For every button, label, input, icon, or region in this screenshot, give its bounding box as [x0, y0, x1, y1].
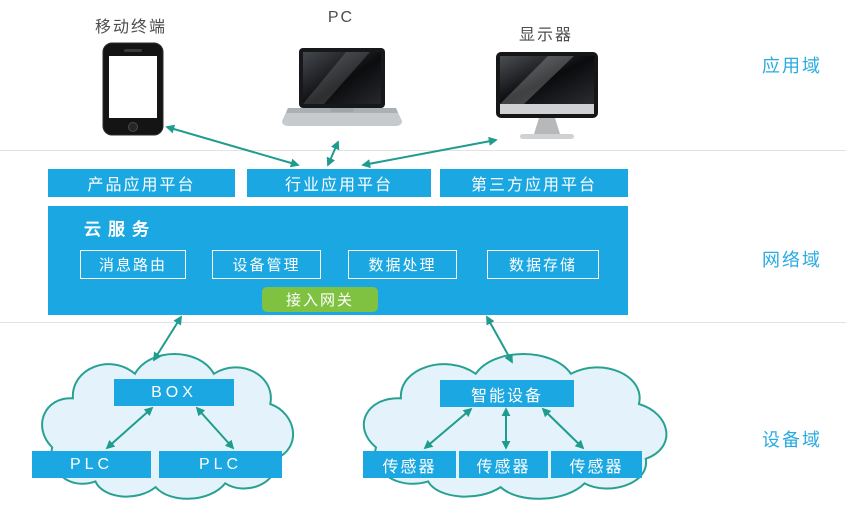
module-message-routing: 消息路由 [80, 250, 186, 279]
access-gateway-badge: 接入网关 [262, 287, 378, 312]
plc-node-1: PLC [32, 451, 151, 478]
arrow-phone-to-platform [165, 124, 300, 168]
sensor-cluster-cloud [342, 336, 682, 506]
arrow-monitor-to-platform [361, 136, 498, 169]
label-mobile-terminal: 移动终端 [94, 19, 168, 36]
sensor-node-3: 传感器 [551, 451, 642, 478]
arrow-pc-to-platform [326, 140, 340, 167]
sensor-node-1: 传感器 [363, 451, 456, 478]
module-data-storage: 数据存储 [487, 250, 599, 279]
cloud-service-panel: 云服务 消息路由 设备管理 数据处理 数据存储 接入网关 [48, 206, 628, 315]
cloud-service-title: 云服务 [84, 220, 156, 239]
domain-label-network: 网络域 [762, 250, 822, 270]
divider-application-network [0, 150, 846, 151]
domain-label-application: 应用域 [762, 56, 822, 76]
module-device-management: 设备管理 [212, 250, 321, 279]
divider-network-device [0, 322, 846, 323]
sensor-node-2: 传感器 [459, 451, 548, 478]
module-data-processing: 数据处理 [348, 250, 457, 279]
box-hub: BOX [114, 379, 234, 406]
plc-node-2: PLC [159, 451, 282, 478]
laptop-icon [282, 48, 402, 126]
smart-device-hub: 智能设备 [440, 380, 574, 407]
platform-industry-application: 行业应用平台 [247, 169, 431, 197]
platform-third-party-application: 第三方应用平台 [440, 169, 628, 197]
plc-cluster-cloud [24, 336, 306, 506]
label-pc: PC [327, 9, 355, 26]
domain-label-device: 设备域 [762, 430, 822, 450]
smartphone-icon [102, 42, 164, 136]
label-monitor: 显示器 [518, 27, 574, 44]
platform-product-application: 产品应用平台 [48, 169, 235, 197]
desktop-monitor-icon [496, 52, 598, 139]
